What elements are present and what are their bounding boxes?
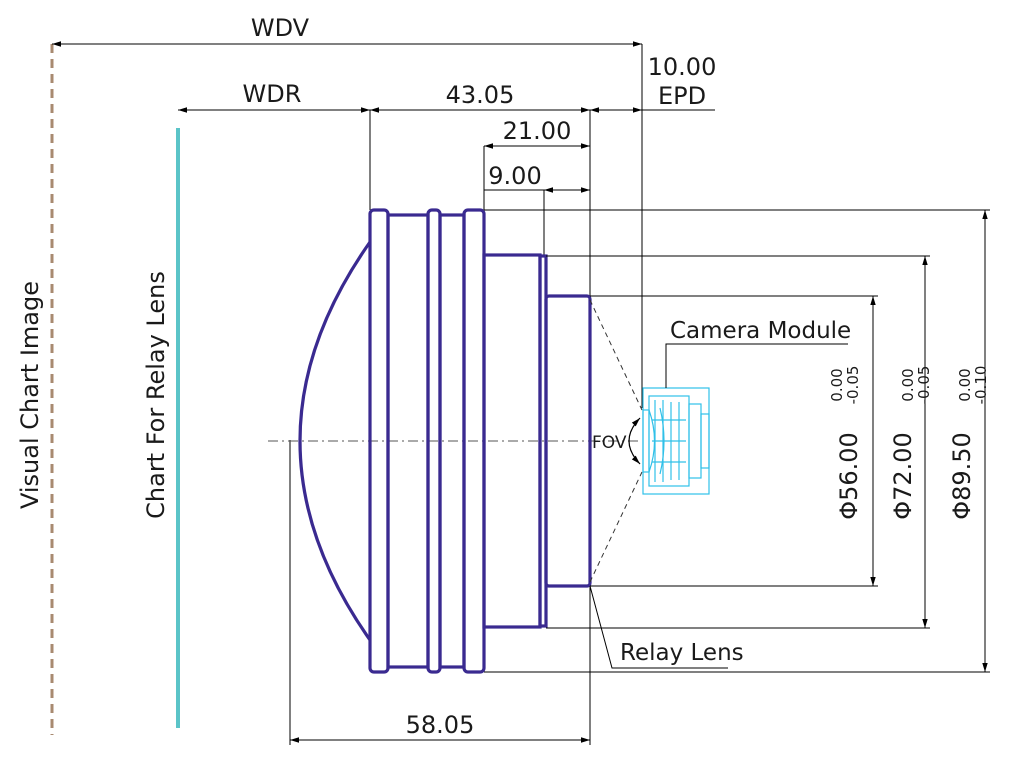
relay-lens-body xyxy=(298,208,592,674)
dim-9-label: 9.00 xyxy=(488,162,541,190)
front-dome xyxy=(298,241,372,641)
fov-label: FOV xyxy=(592,433,627,453)
dim-10-label: 10.00 xyxy=(648,53,717,81)
fov-ray-top xyxy=(589,299,643,411)
dim-58-label: 58.05 xyxy=(406,711,475,739)
d56-tol-upper: 0.00 xyxy=(828,368,846,401)
wdv-label: WDV xyxy=(251,14,310,42)
relay-lens-leader xyxy=(589,585,728,669)
camera-module-label: Camera Module xyxy=(670,318,851,344)
d72-label: Φ72.00 xyxy=(889,432,917,520)
rear-barrel xyxy=(544,294,592,588)
camera-module-leader xyxy=(665,343,848,388)
dim-21-label: 21.00 xyxy=(503,117,572,145)
wdr-label: WDR xyxy=(243,80,302,108)
d89-label: Φ89.50 xyxy=(948,432,976,520)
epd-label: EPD xyxy=(658,82,706,110)
fov-ray-bottom xyxy=(589,471,643,583)
d72-tol-upper: 0.00 xyxy=(899,368,917,401)
d56-tol-lower: -0.05 xyxy=(844,366,862,405)
relay-chart-label: Chart For Relay Lens xyxy=(142,271,170,519)
d89-tol-upper: 0.00 xyxy=(956,368,974,401)
fov-arc xyxy=(628,417,641,465)
visual-chart-label: Visual Chart Image xyxy=(16,281,44,509)
relay-lens-label: Relay Lens xyxy=(620,640,744,666)
camera-module xyxy=(642,387,710,495)
d89-tol-lower: -0.10 xyxy=(972,366,990,405)
d56-label: Φ56.00 xyxy=(835,432,863,520)
d72-tol-lower: -0.05 xyxy=(915,366,933,405)
dim-43-label: 43.05 xyxy=(446,81,515,109)
